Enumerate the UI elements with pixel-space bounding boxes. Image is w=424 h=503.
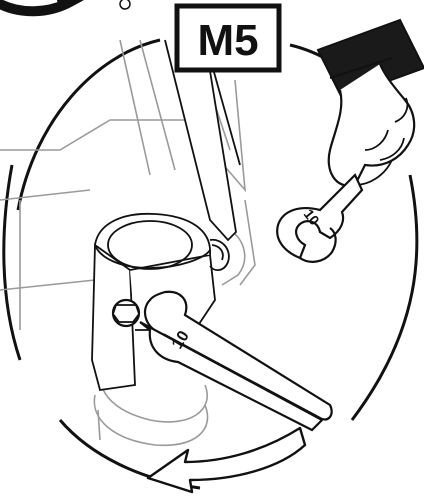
size-label-text: M5 (197, 16, 258, 65)
size-label-box: M5 (177, 6, 279, 70)
bolt-icon (113, 300, 139, 326)
hand-icon (318, 20, 424, 186)
upper-wrench-icon: 10 (277, 175, 362, 262)
lower-wrench-icon: 10 (140, 292, 332, 430)
rotation-arrow-icon (148, 428, 305, 492)
top-rotation-arrow-icon (0, 0, 130, 11)
